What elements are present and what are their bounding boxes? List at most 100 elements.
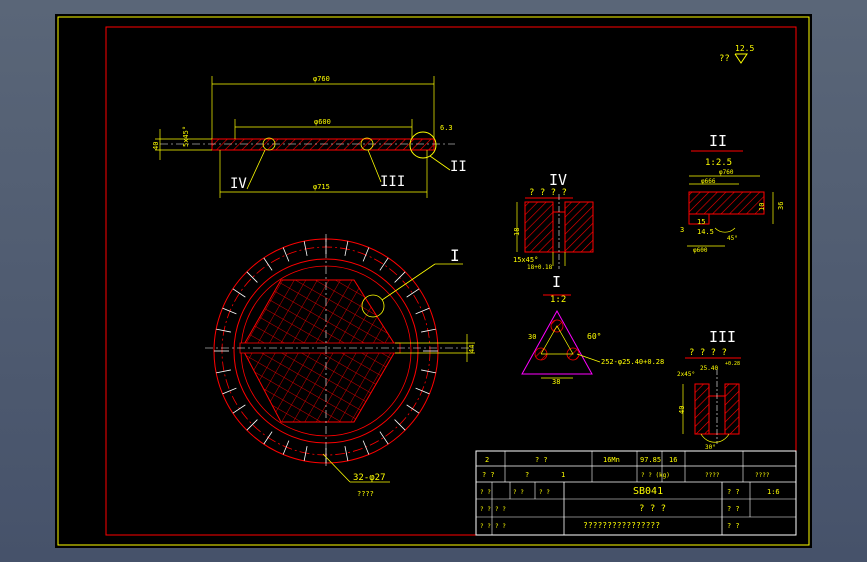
callout-iv: IV [230, 176, 247, 192]
dim-outer-diameter: φ760 [313, 75, 330, 83]
tb-part-name: ? ? ? [639, 504, 666, 514]
detail-ii: II 1:2.5 φ760 φ666 15 14.5 3 φ600 36 10 … [680, 132, 785, 254]
bolt-hole-mark [415, 387, 430, 395]
bolt-hole-mark [232, 288, 246, 298]
callout-iii: III [380, 174, 405, 190]
detail-ii-outer: φ760 [719, 169, 734, 176]
detail-iv-title: IV [549, 171, 567, 189]
detail-iii-angle: 30° [705, 444, 716, 451]
callout-ii: II [450, 159, 467, 175]
detail-ii-angle: 45° [727, 235, 738, 242]
dim-bottom-diameter: φ715 [313, 183, 330, 191]
bolt-hole-mark [303, 446, 308, 461]
detail-ii-f: 10 [758, 203, 766, 211]
tb-r1c4: 16Mn [603, 456, 620, 464]
bolt-hole-mark [421, 369, 436, 374]
tb-r2c4: ? ? (kg) [641, 472, 670, 479]
tb-sheet-label: ? ? [727, 522, 740, 530]
bolt-hole-mark [282, 440, 290, 455]
plan-view: 44 I 32-φ27 ???? [205, 234, 476, 498]
detail-ii-b: 14.5 [697, 228, 714, 236]
tb-r1c6: 16 [669, 456, 677, 464]
detail-iii-tol: +0.28 [725, 361, 740, 367]
bolt-hole-mark [406, 288, 420, 298]
roughness-prefix: ?? [719, 54, 730, 64]
tb-left-2: ? ? [480, 506, 491, 513]
bolt-hole-mark [362, 440, 370, 455]
detail-iv-width: 18+0.18 [527, 264, 553, 271]
tb-mid-1: ? ? [495, 506, 506, 513]
tb-company: ???????????????? [583, 521, 660, 530]
cad-drawing: ?? 12.5 φ760 φ600 [57, 16, 810, 546]
bolt-hole-mark [415, 307, 430, 315]
roughness-value: 12.5 [735, 44, 754, 53]
tb-left-1: ? ? [480, 489, 491, 496]
detail-i: I 1:2 60° 30 38 252-φ25.40+0.28 [521, 273, 664, 386]
tb-scale-label: ? ? [727, 488, 740, 496]
detail-iv: IV ? ? ? ? 18 15x45° 18+0.18 [513, 171, 594, 271]
bolt-hole-mark [216, 369, 231, 374]
detail-iv-subtitle: ? ? ? ? [529, 188, 567, 198]
dim-rib: 44 [468, 345, 476, 353]
tb-r2c6: ???? [705, 472, 720, 479]
plate-section [211, 138, 435, 151]
bolt-hole-mark [222, 387, 237, 395]
bolt-hole-mark [379, 257, 389, 271]
top-section-view: φ760 φ600 φ715 40 5x45° 6.3 [152, 75, 467, 198]
detail-iii: III ? ? ? ? 2x45° 25.40 +0.28 40 30° [677, 328, 741, 451]
bolt-hole-mark [222, 307, 237, 315]
dim-inner-diameter: φ600 [314, 118, 331, 126]
detail-i-note: 252-φ25.40+0.28 [601, 358, 664, 366]
tb-r2c7: ???? [755, 472, 770, 479]
tb-r1c2: ? ? [535, 456, 548, 464]
roughness-symbol: ?? 12.5 [719, 44, 754, 64]
tb-qty-label: ? ? [727, 505, 740, 513]
bolt-hole-mark [216, 328, 231, 333]
bolt-hole-mark [263, 431, 273, 445]
bolt-hole-mark [263, 257, 273, 271]
hole-note: 32-φ27 [353, 473, 386, 483]
title-block: 2 ? ? 16Mn 97.85 16 ? ? ? 1 ? ? (kg) ???… [475, 450, 797, 536]
bolt-hole-mark [282, 247, 290, 262]
detail-iv-chamfer: 15x45° [513, 256, 538, 264]
detail-iii-width: 25.40 [700, 365, 718, 372]
bolt-hole-mark [303, 241, 308, 256]
bolt-hole-mark [362, 247, 370, 262]
bolt-hole-mark [246, 271, 258, 283]
bolt-holes [214, 239, 438, 463]
tb-left-5: ? ? [539, 489, 550, 496]
detail-iii-title: III [709, 328, 736, 346]
bolt-hole-mark [394, 271, 406, 283]
drawing-canvas[interactable]: ?? 12.5 φ760 φ600 [55, 14, 812, 548]
tb-left-3: ? ? [480, 523, 491, 530]
dim-small-value: 6.3 [440, 124, 453, 132]
bolt-hole-mark [421, 328, 436, 333]
bolt-hole-mark [246, 419, 258, 431]
tb-mid-2: ? ? [495, 523, 506, 530]
tb-r2c2: ? [525, 471, 529, 479]
hole-sub: ???? [357, 490, 374, 498]
bolt-hole-mark [344, 446, 349, 461]
callout-i: I [450, 246, 460, 265]
bolt-hole-mark [406, 404, 420, 414]
detail-iii-height: 40 [678, 406, 686, 414]
detail-ii-d: φ600 [693, 247, 708, 254]
detail-iii-subtitle: ? ? ? ? [689, 348, 727, 358]
detail-ii-c: 3 [680, 226, 684, 234]
tb-left-4: ? ? [513, 489, 524, 496]
bolt-hole-mark [344, 241, 349, 256]
tb-r2c3: 1 [561, 471, 565, 479]
sheet-frame [57, 16, 810, 546]
tb-r1c5: 97.85 [640, 456, 661, 464]
dim-top-chamfer: 5x45° [182, 126, 190, 147]
detail-i-scale: 1:2 [550, 295, 566, 305]
detail-ii-e: 36 [777, 202, 785, 210]
detail-i-angle: 60° [587, 332, 601, 341]
drawing-border [105, 26, 797, 536]
detail-ii-a: 15 [697, 218, 705, 226]
tb-drawing-no: SB041 [633, 486, 663, 497]
bolt-hole-mark [232, 404, 246, 414]
detail-i-width: 38 [552, 378, 560, 386]
dim-plate-height: 40 [152, 142, 160, 150]
